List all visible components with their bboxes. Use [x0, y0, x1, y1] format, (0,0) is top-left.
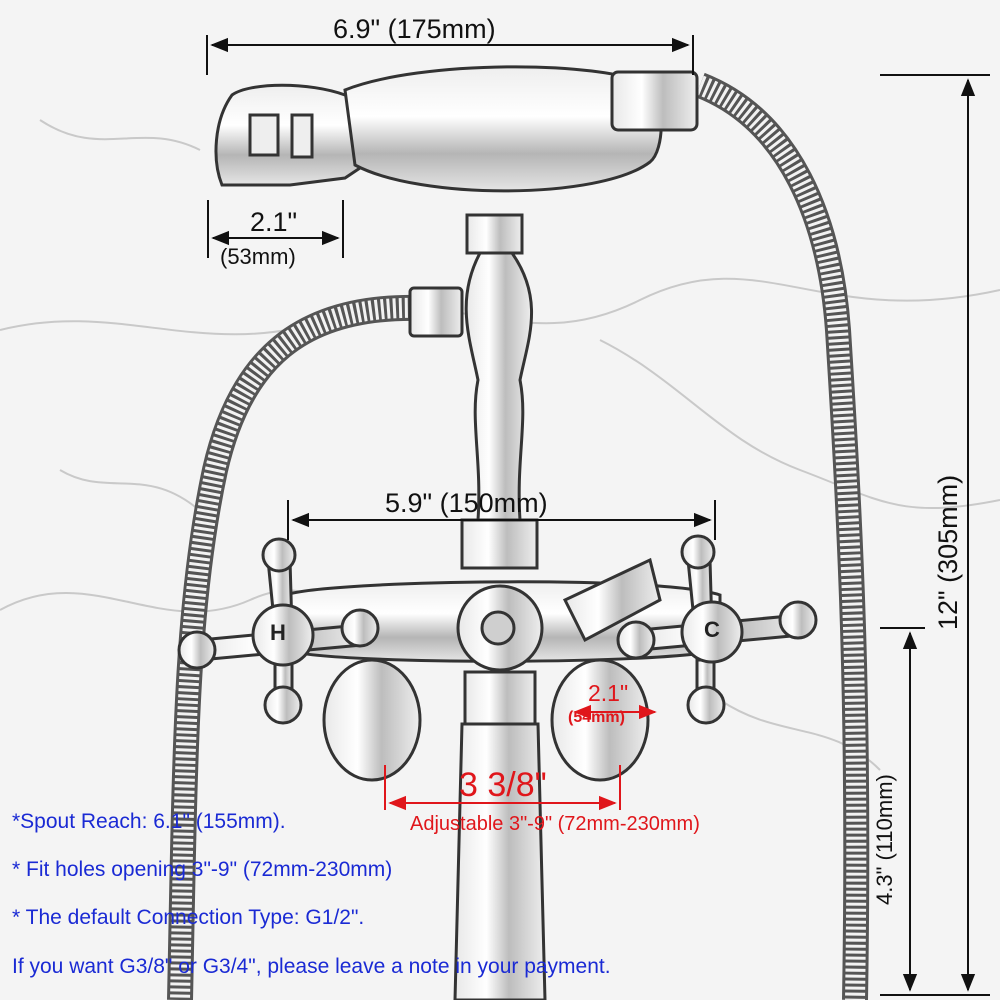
hose-left [167, 294, 421, 1000]
inlet-width-label: 2.1" [588, 680, 629, 706]
head-width-mm-label: (53mm) [220, 244, 296, 269]
overall-width-label: 6.9" (175mm) [333, 14, 496, 44]
center-knob [456, 584, 544, 672]
center-spacing-label: 3 3/8" [459, 766, 547, 804]
overall-height-label: 12" (305mm) [933, 474, 963, 630]
dimension-lines [206, 35, 990, 996]
inlet-width-mm-label: (54mm) [568, 709, 625, 726]
head-width-label: 2.1" [250, 207, 298, 237]
note-custom-connection: If you want G3/8" or G3/4", please leave… [12, 955, 611, 978]
note-connection-type: * The default Connection Type: G1/2". [12, 906, 365, 929]
hot-handle [177, 537, 380, 725]
cold-handle [616, 534, 818, 725]
hand-shower [214, 65, 699, 193]
spout-height-label: 4.3" (110mm) [872, 774, 897, 905]
adjustable-range-label: Adjustable 3"-9" (72mm-230mm) [410, 813, 700, 835]
handle-spacing-label: 5.9" (150mm) [385, 488, 548, 518]
note-fit-holes: * Fit holes opening 3"-9" (72mm-230mm) [12, 858, 393, 881]
hose-right [695, 72, 870, 1000]
column [408, 213, 539, 570]
red-dimension-lines [384, 704, 657, 811]
hot-handle-label: H [270, 620, 286, 645]
cold-handle-label: C [704, 617, 720, 642]
note-spout-reach: *Spout Reach: 6.1" (155mm). [12, 810, 286, 833]
